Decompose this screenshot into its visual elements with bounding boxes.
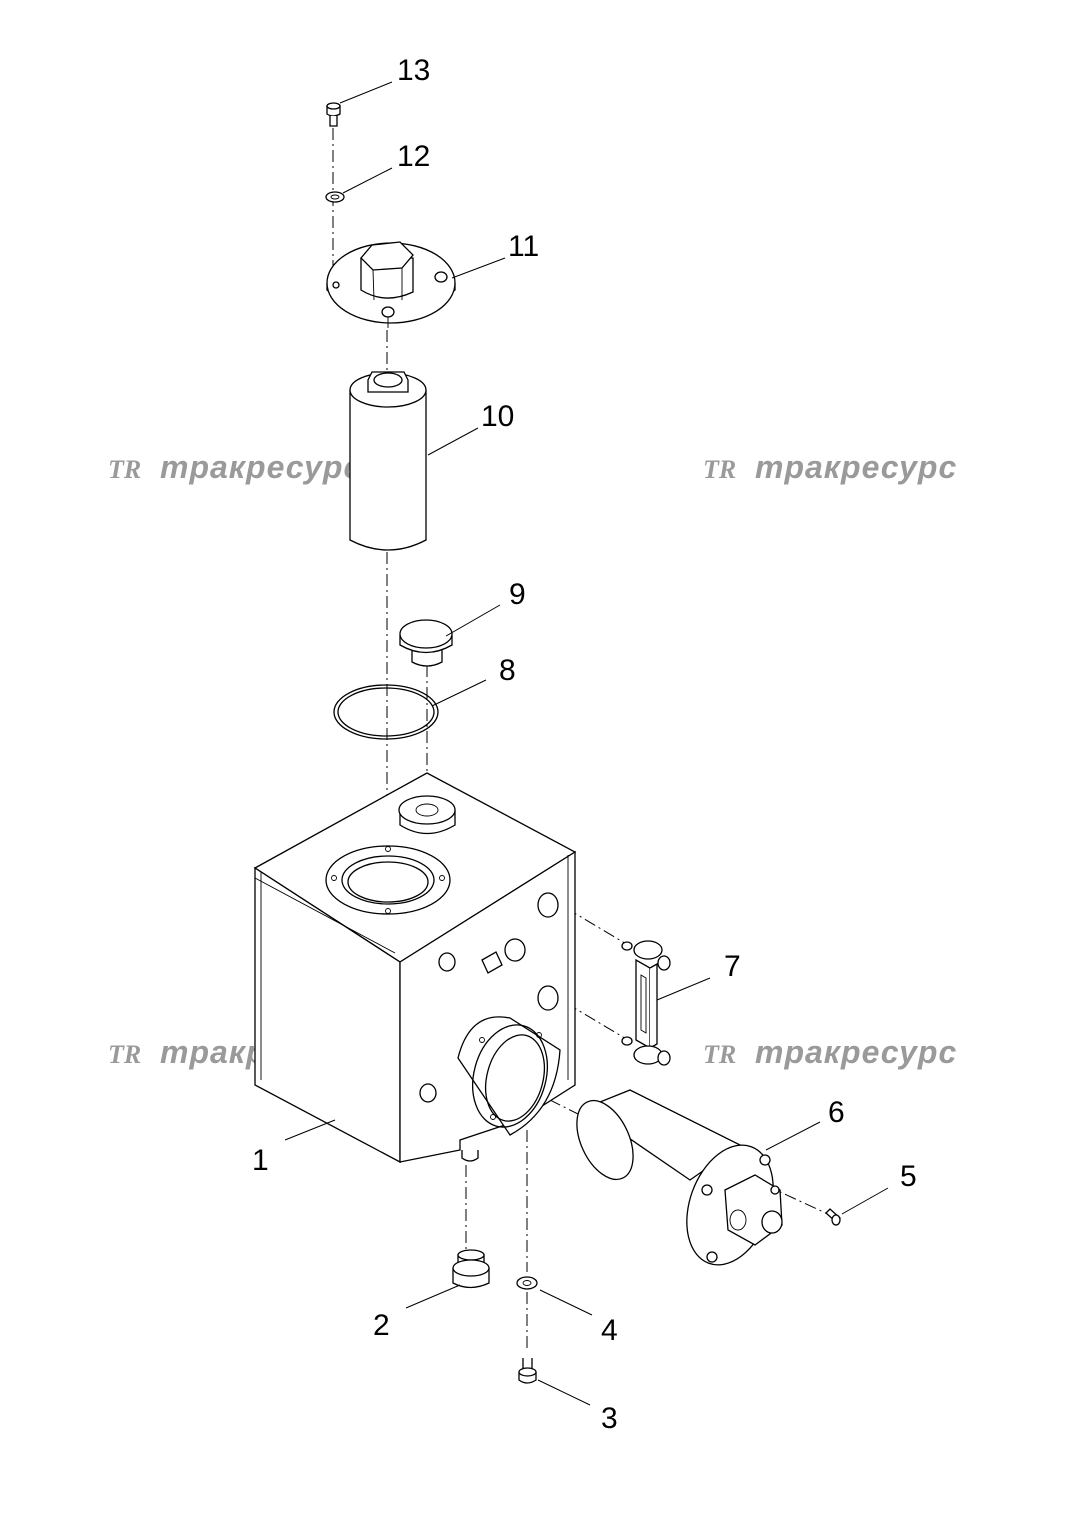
svg-text:тракресурс: тракресурс [160,449,362,485]
callout-9: 9 [509,578,526,611]
callout-2: 2 [373,1309,390,1342]
svg-text:тракресурс: тракресурс [755,449,957,485]
part-10-filter-element [349,371,427,551]
part-9-plug [399,619,453,667]
part-12-washer [325,191,345,203]
part-11-filter-cover [326,241,456,328]
callout-8: 8 [499,654,516,687]
svg-text:TR: TR [703,455,736,484]
watermark-top-right: TR тракресурс [703,449,957,485]
part-6-suction-filter [576,1089,783,1266]
part-8-o-ring [333,684,439,740]
part-13-screw [326,102,341,127]
callout-6: 6 [828,1096,845,1129]
callout-13: 13 [397,54,430,87]
svg-text:TR: TR [108,455,141,484]
part-4-washer [516,1276,538,1290]
svg-text:TR: TR [703,1040,736,1069]
part-3-bolt [518,1358,537,1384]
callout-11: 11 [508,230,539,263]
leader-lines [284,81,889,1406]
watermark-bottom-right: TR тракресурс [703,1034,957,1070]
part-5-screw [825,1208,841,1226]
callout-12: 12 [397,140,430,173]
part-2-drain-plug [452,1249,490,1289]
callout-3: 3 [601,1402,618,1435]
callout-5: 5 [900,1160,917,1193]
callout-1: 1 [252,1144,269,1177]
part-7-level-gauge [621,940,671,1066]
callout-4: 4 [601,1314,618,1347]
svg-text:TR: TR [108,1040,141,1069]
part-1-tank-body [253,772,577,1164]
svg-text:тракресурс: тракресурс [755,1034,957,1070]
watermark-top-left: TR тракресурс [108,449,362,485]
callout-10: 10 [481,400,514,433]
callout-labels: 13 12 11 10 9 8 7 6 5 1 2 4 3 [252,54,917,1435]
callout-7: 7 [724,950,741,983]
